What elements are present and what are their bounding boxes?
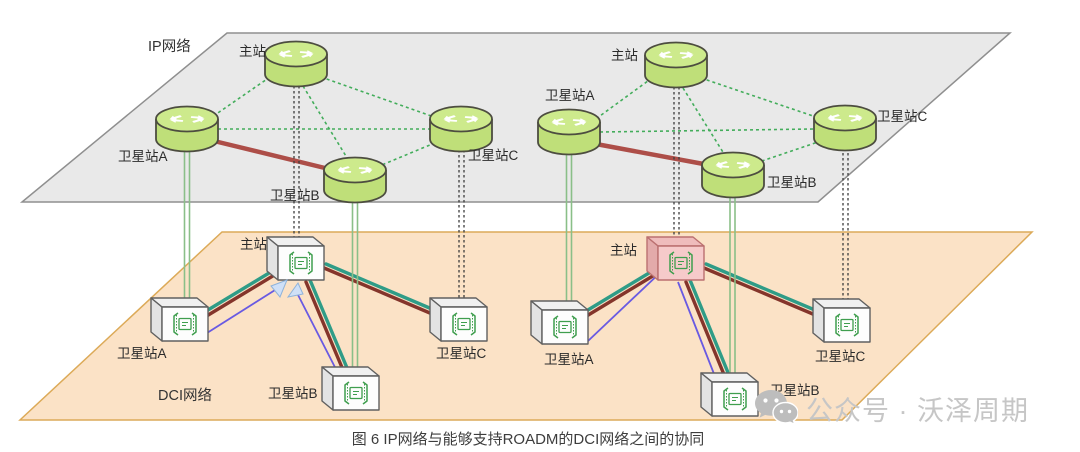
watermark-text: 公众号 · 沃泽周期 [806,395,1029,426]
ip-mesh-links [211,76,822,168]
dci-left-satB-label: 卫星站B [268,386,318,401]
ip-left-satC-label: 卫星站C [468,148,519,163]
ip-right-main-label: 主站 [611,48,638,63]
dci-left-satA-label: 卫星站A [117,346,167,361]
dci-purple-links [206,268,717,380]
router-icon [645,43,707,88]
router-icon [702,153,764,198]
router-icon [265,42,327,87]
ip-left-satA-label: 卫星站A [118,149,168,164]
dci-right-satA-label: 卫星站A [544,352,594,367]
dci-left-main-label: 主站 [240,237,267,252]
figure-caption: 图 6 IP网络与能够支持ROADM的DCI网络之间的协同 [351,431,705,448]
router-icon [538,110,600,155]
dci-right-main-label: 主站 [610,243,637,258]
ip-right-satB-label: 卫星站B [767,175,817,190]
router-icon [814,106,876,151]
dci-device-icon [701,373,758,416]
dci-device-icon [813,299,870,342]
dci-device-highlighted-icon [647,237,704,280]
ip-left-satB-label: 卫星站B [270,188,320,203]
interlayer-green-links [183,150,736,378]
interlayer-dotted-links [293,86,849,303]
ip-network-label: IP网络 [148,39,191,55]
ip-red-links [211,138,712,172]
dci-device-icon [531,301,588,344]
dci-device-icon [430,298,487,341]
dci-network-label: DCI网络 [158,388,212,404]
arrowheads [270,279,304,298]
dci-fiber-bundles [196,262,831,379]
ip-left-main-label: 主站 [239,44,266,59]
ip-right-satC-label: 卫星站C [877,109,928,124]
dci-left-satC-label: 卫星站C [436,346,487,361]
router-icon [156,107,218,152]
dci-device-icon [322,367,379,410]
router-icon [324,158,386,203]
ip-right-satA-label: 卫星站A [545,88,595,103]
dci-device-icon [267,237,324,280]
watermark: 公众号 · 沃泽周期 [752,388,1029,428]
router-icon [430,107,492,152]
dci-right-satC-label: 卫星站C [815,349,866,364]
dci-plane [18,231,1034,421]
wechat-icon [755,390,798,426]
dci-device-icon [151,298,208,341]
